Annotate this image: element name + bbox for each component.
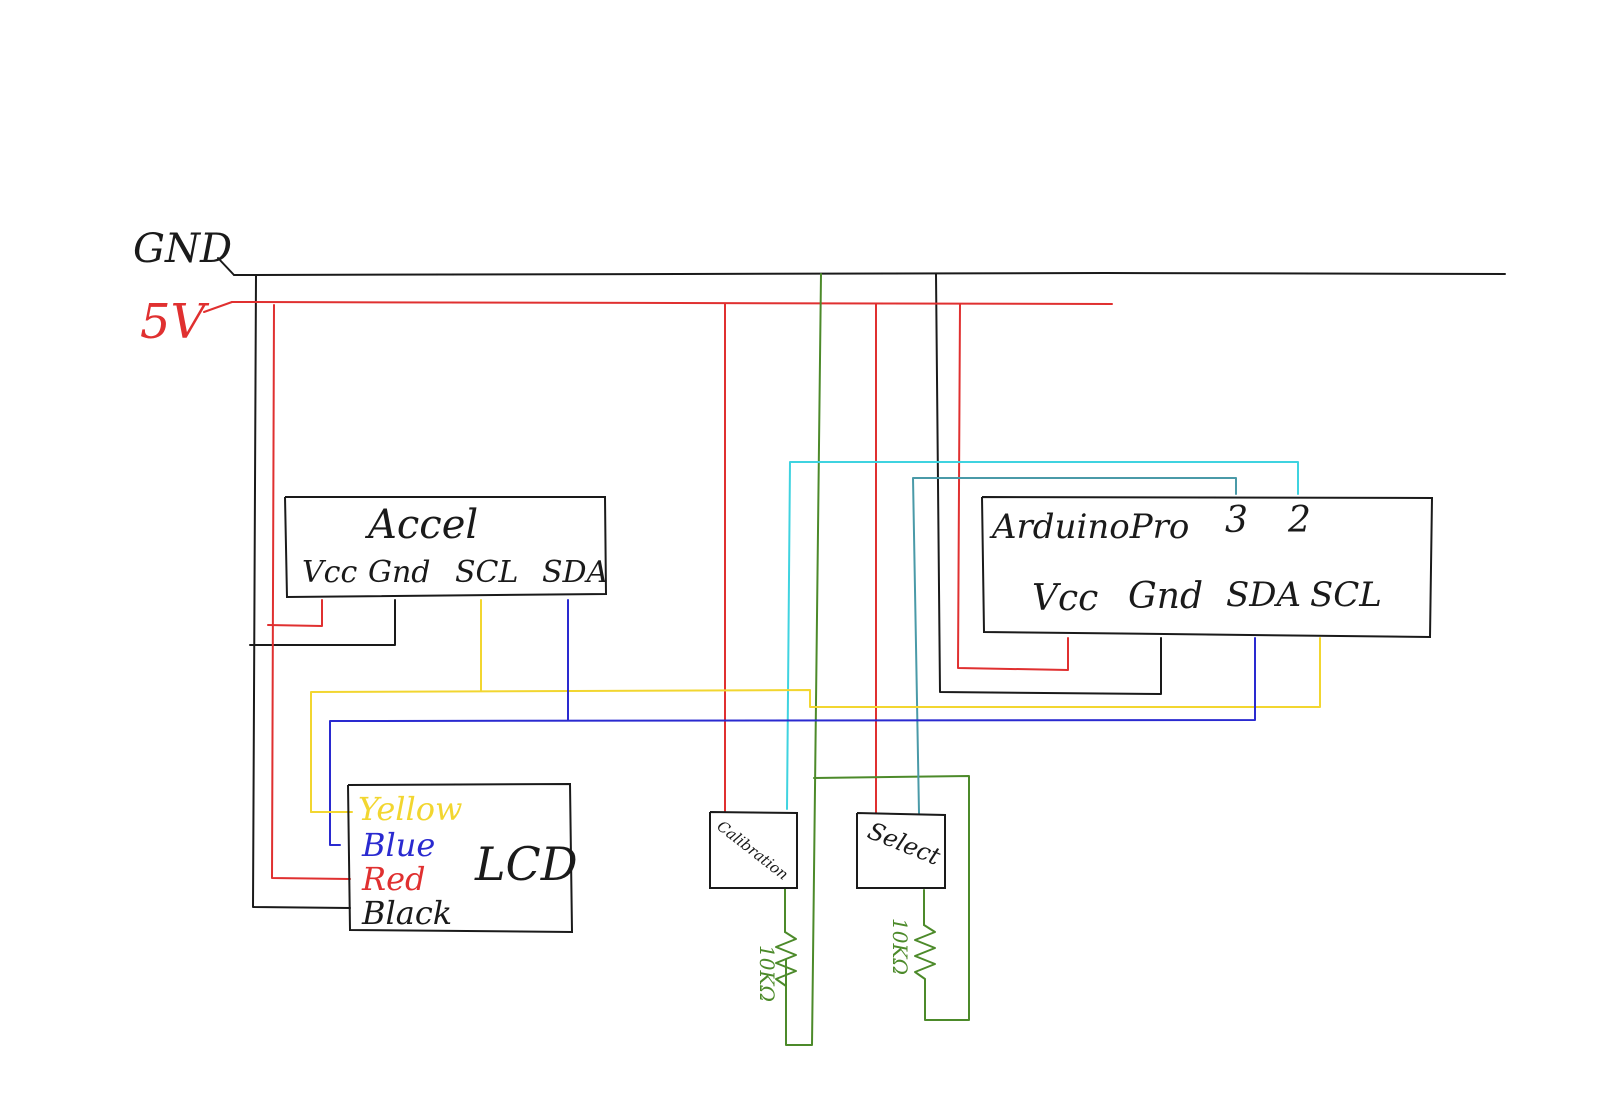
accel-pin-gnd: Gnd	[368, 555, 431, 590]
select-label: Select	[864, 817, 945, 871]
select-resistor-label: 10KΩ	[888, 918, 912, 975]
arduino-pin-sda: SDA	[1226, 575, 1301, 615]
calibration-resistor-label: 10KΩ	[755, 945, 779, 1002]
calibration-resistor	[775, 931, 797, 996]
gnd-wire-arduino	[935, 273, 1162, 695]
calibration-label: Calibration	[714, 817, 792, 884]
accel-pin-scl: SCL	[455, 555, 518, 590]
v5-wire-accel	[267, 599, 323, 627]
green-gnd-trunk	[785, 273, 822, 1046]
lcd-title: LCD	[474, 837, 578, 891]
gnd-wire-lcd-black	[252, 274, 351, 909]
select-resistor	[914, 924, 936, 991]
gnd-rail	[233, 272, 1506, 276]
calibration-box	[709, 811, 798, 889]
arduino-title: ArduinoPro	[989, 507, 1189, 547]
select-box	[856, 812, 946, 889]
accel-box	[284, 496, 608, 599]
v5-label: 5V	[140, 294, 210, 350]
lcd-wire-red: Red	[361, 860, 426, 898]
arduino-pin2-label: 2	[1287, 500, 1311, 541]
green-select-return	[813, 775, 970, 1021]
arduino-box	[981, 496, 1434, 639]
lcd-wire-blue: Blue	[361, 826, 435, 864]
v5-label-tick	[203, 301, 233, 313]
gnd-label: GND	[133, 226, 232, 272]
arduino-pin-gnd: Gnd	[1128, 576, 1203, 617]
accel-title: Accel	[364, 502, 478, 548]
arduino-pin3-label: 3	[1225, 500, 1248, 541]
teal-wire-pin3	[912, 477, 1237, 814]
arduino-pin-scl: SCL	[1310, 575, 1382, 615]
cyan-wire-pin2	[786, 461, 1299, 810]
accel-pin-vcc: Vcc	[302, 555, 357, 590]
yellow-scl-bus	[310, 637, 1321, 813]
lcd-wire-black: Black	[361, 894, 452, 932]
lcd-wire-yellow: Yellow	[358, 790, 462, 828]
arduino-pin-vcc: Vcc	[1032, 578, 1098, 619]
accel-pin-sda: SDA	[542, 555, 608, 590]
gnd-wire-accel	[249, 599, 396, 646]
gnd-label-tick	[217, 257, 235, 276]
v5-wire-arduino	[957, 303, 1069, 671]
blue-sda-bus	[329, 637, 1256, 846]
v5-rail	[231, 301, 1113, 305]
lcd-box	[347, 782, 574, 934]
v5-wire-lcd-red	[271, 304, 351, 880]
